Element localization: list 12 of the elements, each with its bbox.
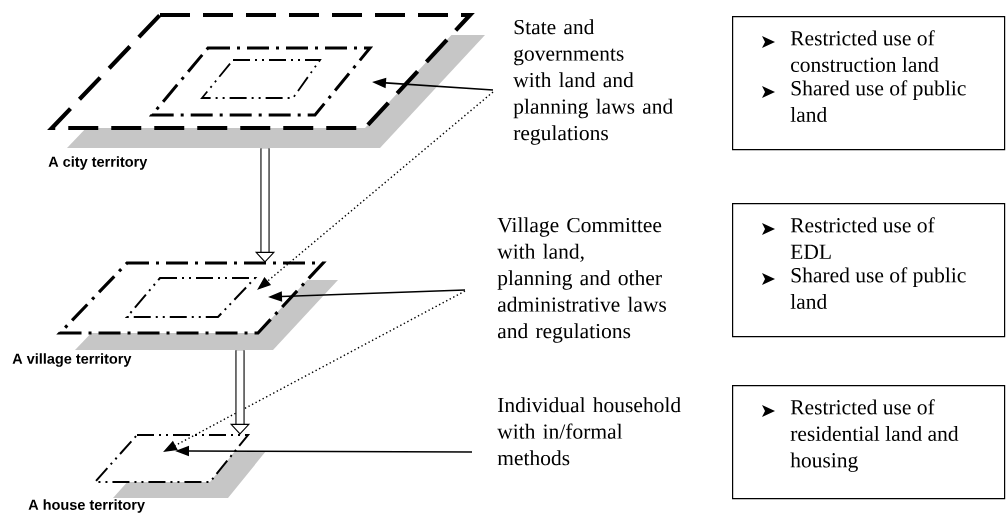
list-item: Shared use of public land xyxy=(790,80,966,123)
dotted-arrow xyxy=(257,91,494,290)
territory-label: A city territory xyxy=(48,156,148,170)
annotation-text: Village Committee with land, planning and other administrative laws and regulations xyxy=(497,217,667,343)
list-item: Restricted use of residential land and housing xyxy=(790,399,959,472)
list-item: Restricted use of EDL xyxy=(790,217,935,259)
annotation-text: State and governments with land and planning laws and regulations xyxy=(513,19,673,145)
territory-label: A house territory xyxy=(28,499,145,513)
list-item: Restricted use of construction land xyxy=(790,30,939,73)
list-item: Shared use of public land xyxy=(790,267,966,310)
annotation-text: Individual household with in/formal methods xyxy=(497,397,681,466)
territory-label: A village territory xyxy=(12,353,132,367)
